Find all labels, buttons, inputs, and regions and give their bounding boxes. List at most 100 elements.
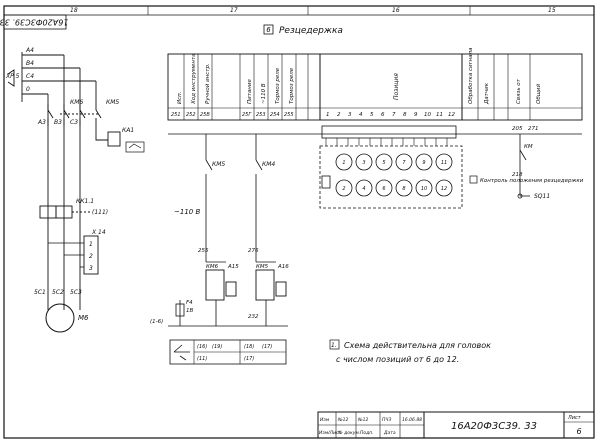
- doc-code: 16А20Ф3С39. 33: [0, 18, 68, 27]
- position-number: 12: [448, 112, 455, 118]
- heading-number-box: [263, 24, 274, 35]
- terminal-number: 2: [89, 253, 93, 260]
- column-heading: Связь от: [516, 78, 522, 104]
- relay-coils: [205, 269, 287, 301]
- column-heading: Тормоз реле: [275, 67, 281, 104]
- terminal-numbers: 1 2 3: [89, 241, 93, 272]
- column-numbers: 251 252 25В 25Г 253 254 255: [171, 112, 294, 118]
- column-number: 252: [186, 112, 196, 118]
- position-sensor: [435, 153, 453, 171]
- position-sensor-label: 3: [362, 160, 365, 166]
- motor-terminal-label: 5С2: [52, 289, 64, 296]
- zone-number: 15: [548, 7, 556, 14]
- position-number: 2: [337, 112, 341, 118]
- position-number: 9: [414, 112, 418, 118]
- thermal-relay: [39, 205, 90, 219]
- column-number: 25В: [200, 112, 210, 118]
- power-source-label: А3: [37, 119, 46, 126]
- legend-label: (19): [212, 344, 222, 350]
- position-sensor: [375, 153, 393, 171]
- relay-coil-ka1: [107, 131, 121, 147]
- position-sensor: [415, 153, 433, 171]
- note-line: Схема действительна для головок: [344, 341, 491, 350]
- legend-grid: [193, 340, 286, 364]
- relay-coil-label: КМ5: [256, 264, 269, 270]
- position-sensor-label: 12: [441, 186, 447, 192]
- sensor-label: SQ11: [534, 193, 550, 200]
- power-line-label: В4: [26, 60, 34, 67]
- doc-code-box: [3, 14, 67, 30]
- column-number: 255: [284, 112, 294, 118]
- position-sensor: [395, 179, 413, 197]
- column-heading: Питание: [247, 79, 253, 104]
- legend-labels: (16) (19) (18) (17) (11) (17): [197, 344, 272, 362]
- column-heading: Тормоз реле: [289, 67, 295, 104]
- title-cell: ПЧЗ: [382, 417, 391, 423]
- column-headings: Исп. Ход инструмента Ручной инстр. Питан…: [177, 53, 295, 105]
- column-heading: Ход инструмента: [191, 53, 197, 105]
- legend-switch-icon: [173, 344, 190, 361]
- diagram-heading: Резцедержка: [279, 26, 343, 36]
- motor-terminal-label: 5С3: [70, 289, 82, 296]
- note-number-box: [329, 339, 340, 350]
- designation: 16А20Ф3С39. 33: [451, 421, 537, 432]
- contact-label: КМ: [524, 144, 533, 150]
- power-source-label: С3: [70, 119, 78, 126]
- title-cell: Подп.: [360, 430, 374, 436]
- relay-coil-label: КМ6: [206, 264, 219, 270]
- position-number: 3: [348, 112, 352, 118]
- ctrl-note: Контроль положения резцедержки: [480, 178, 584, 184]
- relay-contact-box: [125, 141, 145, 153]
- terminal-number: 3: [89, 265, 93, 272]
- power-bus: [7, 52, 96, 102]
- position-sensor: [355, 153, 373, 171]
- ctrl-note-box: [469, 175, 478, 184]
- position-sensor-label: 5: [382, 160, 385, 166]
- connector-label: ХР 5: [5, 73, 20, 80]
- zone-number: 18: [70, 7, 78, 14]
- column-heading: Обработка сигнала: [468, 47, 474, 104]
- position-number: 4: [359, 112, 363, 118]
- title-block-grid: [318, 412, 594, 438]
- motor-terminal-labels: 5С1 5С2 5С3: [34, 289, 82, 296]
- position-number: 5: [370, 112, 374, 118]
- thermal-relay-ref: (111): [92, 209, 108, 216]
- sheet-frame: [3, 5, 595, 439]
- column-heading: Исп.: [177, 91, 183, 104]
- node-label: (1-6): [150, 319, 163, 325]
- wire-number: 232: [248, 314, 259, 320]
- position-sensor-label: 1: [342, 160, 345, 166]
- power-source-label: В3: [54, 119, 62, 126]
- position-sensor-label: 6: [382, 186, 385, 192]
- right-circuit: [517, 134, 530, 199]
- zone-number: 17: [230, 7, 238, 14]
- position-number: 1: [326, 112, 330, 118]
- column-number: 254: [270, 112, 280, 118]
- title-cell: Изм: [320, 417, 330, 423]
- sheet-label: Лист: [567, 415, 582, 421]
- title-cell: Изм/Лист: [319, 430, 341, 436]
- wire-number: 218: [512, 172, 523, 178]
- position-sensor: [435, 179, 453, 197]
- title-cell: №12: [357, 417, 369, 423]
- position-sensor: [335, 153, 353, 171]
- terminal-block-label: Х 14: [91, 229, 106, 236]
- node-label: 205: [512, 126, 523, 132]
- legend-label: (17): [244, 356, 254, 362]
- wire-number: 276: [248, 248, 259, 254]
- position-sensor: [395, 153, 413, 171]
- position-heading: Позиция: [393, 73, 400, 100]
- node-label: 271: [528, 126, 539, 132]
- power-line-label: 0: [26, 86, 30, 93]
- contact-label: КМ4: [262, 161, 275, 168]
- legend-label: (17): [262, 344, 272, 350]
- legend-label: (18): [244, 344, 254, 350]
- motor-terminal-label: 5С1: [34, 289, 46, 296]
- terminal-number: 1: [89, 241, 93, 248]
- relay-coil-labels: КМ6 А15 КМ5 А16: [206, 264, 289, 270]
- sheet-number: 6: [576, 427, 581, 436]
- motor-label: М6: [78, 314, 89, 322]
- column-number: 25Г: [242, 112, 252, 118]
